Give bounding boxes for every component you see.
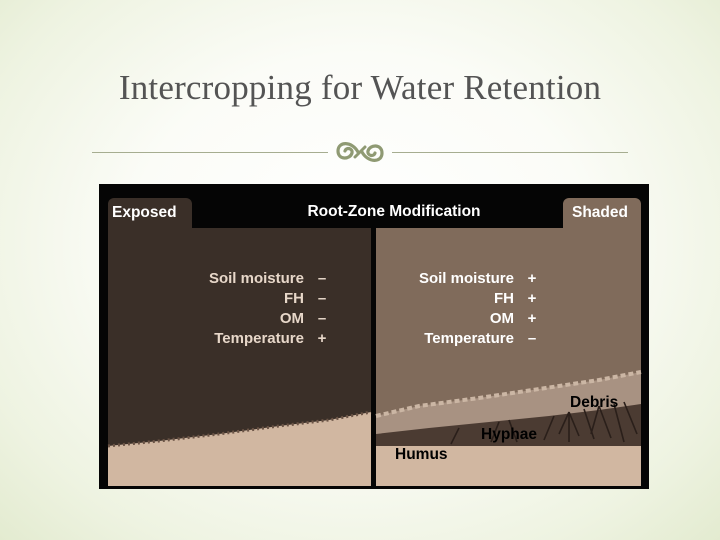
property-sign: + [527, 290, 537, 307]
property-sign: + [317, 330, 327, 347]
property-sign: – [317, 270, 327, 287]
property-label: FH [284, 290, 304, 307]
property-row: Soil moisture + [399, 269, 544, 289]
humus-layer [376, 446, 641, 486]
property-label: OM [279, 310, 304, 327]
debris-surface [375, 370, 642, 418]
root-clusters [450, 401, 638, 445]
hyphae-label: Hyphae [481, 426, 537, 443]
property-sign: – [317, 310, 327, 327]
title-divider-left [92, 152, 328, 153]
property-label: Soil moisture [418, 270, 514, 287]
property-row: Soil moisture – [189, 269, 334, 289]
root-zone-figure: Exposed Shaded Root-Zone Modification So… [99, 184, 649, 489]
exposed-tab: Exposed [108, 198, 192, 234]
figure-title: Root-Zone Modification [307, 203, 481, 220]
property-row: FH – [189, 289, 334, 309]
property-sign: – [317, 290, 327, 307]
property-sign: – [527, 330, 537, 347]
hyphae-layer [376, 404, 641, 446]
exposed-properties: Soil moisture – FH – OM – Temperature + [189, 269, 334, 349]
property-row: Temperature – [399, 329, 544, 349]
flourish-ornament-icon [336, 142, 384, 162]
slide-title: Intercropping for Water Retention [118, 68, 602, 107]
exposed-root-fringe [107, 410, 372, 448]
property-label: OM [489, 310, 514, 327]
debris-label: Debris [570, 394, 619, 411]
humus-label: Humus [395, 446, 448, 463]
property-label: FH [494, 290, 514, 307]
property-row: FH + [399, 289, 544, 309]
property-label: Temperature [424, 330, 514, 347]
title-divider-right [392, 152, 628, 153]
property-row: Temperature + [189, 329, 334, 349]
shaded-tab: Shaded [563, 198, 641, 234]
property-label: Temperature [214, 330, 304, 347]
property-row: OM + [399, 309, 544, 329]
property-row: OM – [189, 309, 334, 329]
figure-header-bar [108, 198, 641, 228]
soil-illustration [107, 370, 642, 486]
property-sign: + [527, 310, 537, 327]
property-sign: + [527, 270, 537, 287]
shaded-properties: Soil moisture + FH + OM + Temperature – [399, 269, 544, 349]
exposed-soil [108, 412, 371, 486]
property-label: Soil moisture [208, 270, 304, 287]
